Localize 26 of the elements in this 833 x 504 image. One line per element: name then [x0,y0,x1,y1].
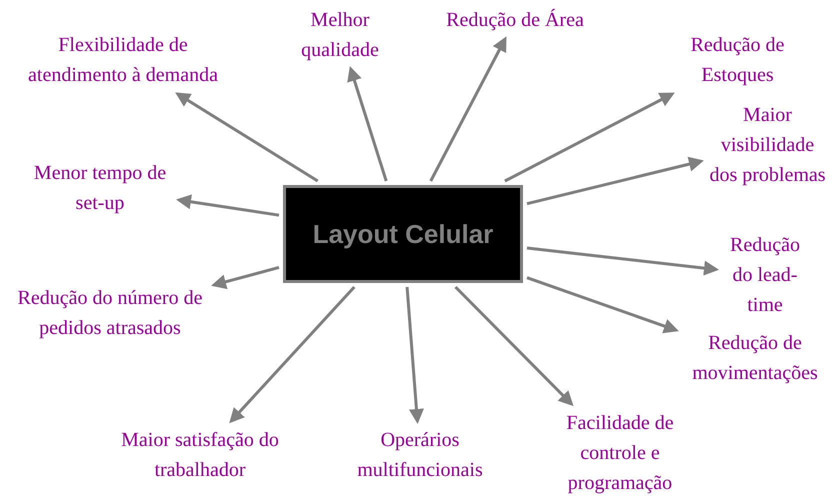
arrow [175,92,318,182]
benefit-label: Flexibilidade de atendimento à demanda [28,30,218,90]
arrow [211,266,280,290]
benefit-label: Maior satisfação do trabalhador [105,425,295,485]
center-title: Layout Celular [312,218,494,250]
arrow [454,286,574,406]
benefit-label: Redução do número de pedidos atrasados [10,283,210,343]
benefit-label: Facilidade de controle e programação [545,408,695,498]
benefit-label: Melhor qualidade [280,5,400,65]
arrow [526,246,719,276]
arrow [229,286,356,424]
benefit-label: Redução de movimentações [680,328,830,388]
benefit-label: Operários multifuncionais [345,425,495,485]
benefit-label: Menor tempo de set-up [25,158,175,218]
arrow [526,276,679,334]
benefit-label: Redução do lead-time [720,230,810,320]
arrow [347,66,388,182]
arrow [429,36,506,182]
arrow [504,92,675,182]
arrow [526,156,704,206]
center-box [283,185,523,283]
benefit-label: Maior visibilidade dos problemas [705,100,830,190]
benefit-label: Redução de Área [445,5,585,35]
benefit-label: Redução de Estoques [665,30,810,90]
arrow [176,194,280,217]
arrow [406,286,424,424]
